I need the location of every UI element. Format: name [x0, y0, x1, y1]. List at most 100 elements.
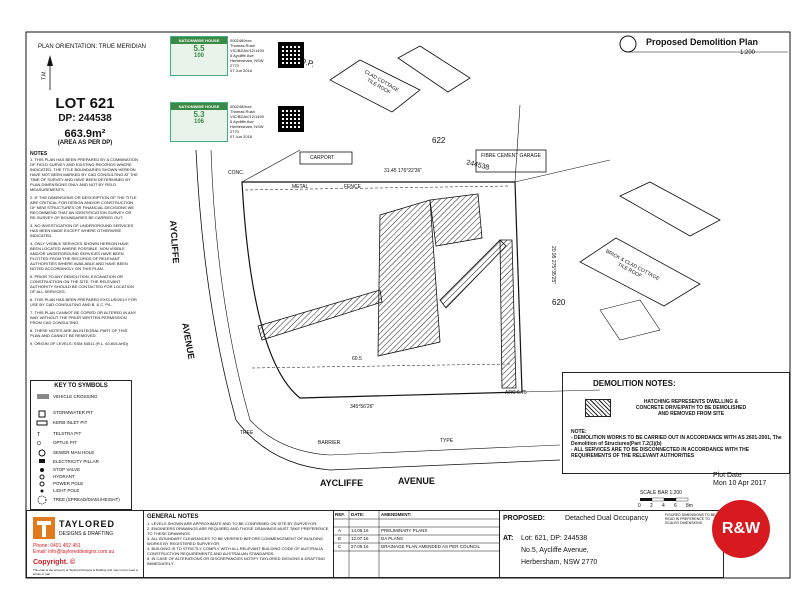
key-item: ELECTRICITY PILLAR	[53, 459, 99, 464]
nathers-certificate-1: NATIONWIDE HOUSE 5.5 100	[170, 36, 228, 76]
demolish-driveway	[257, 289, 383, 341]
lot-info: LOT 621 DP: 244538 663.9m² (AREA AS PER …	[40, 95, 130, 146]
key-item: KERB INLET PIT	[53, 420, 88, 425]
demolition-note: NOTE: - DEMOLITION WORKS TO BE CARRIED O…	[571, 429, 785, 459]
company-name: TAYLORED	[59, 519, 116, 529]
lot-621-boundary	[241, 181, 523, 399]
conc-label: CONC.	[228, 170, 245, 176]
title-circle	[619, 35, 637, 53]
general-notes-block: GENERAL NOTES 1. LEVELS SHOWN ARE APPROX…	[143, 511, 334, 577]
sewer-manhole-icon	[38, 449, 46, 457]
demolition-title: DEMOLITION NOTES:	[593, 379, 676, 388]
demolish-side-path	[499, 239, 517, 389]
plot-date: Plot Date Mon 10 Apr 2017	[713, 472, 766, 488]
address-line: Herbersham, NSW 2770	[521, 559, 598, 566]
garage-label: FIBRE CEMENT GARAGE	[481, 153, 541, 159]
kerb-line-4	[249, 419, 561, 456]
key-item: VEHICLE CROSSING	[53, 394, 98, 399]
garage	[475, 149, 547, 173]
qr-code-1	[278, 42, 304, 68]
general-note: 2. ENGINEERS DRAWINGS ARE REQUIRED AND T…	[147, 526, 329, 536]
amend-ref: A	[338, 528, 342, 533]
scale-tick: 6	[674, 503, 677, 509]
plan-scale: 1:200	[740, 50, 756, 56]
key-item: STOP VALVE	[53, 467, 81, 472]
note-item: 7. THIS PLAN CANNOT BE COPIED OR ALTERED…	[30, 310, 137, 325]
key-to-symbols: KEY TO SYMBOLS T O VEHICLE CROSSING STOR…	[30, 380, 132, 510]
title-block: TAYLORED DESIGNS & DRAFTING Phone: 0401 …	[26, 510, 724, 578]
note-item: 8. THESE NOTES ARE AN INTEGRAL PART OF T…	[30, 328, 128, 338]
electricity-pillar-icon	[39, 459, 45, 463]
plot-date-label: Plot Date	[713, 472, 742, 479]
note-title: NOTE:	[571, 429, 587, 435]
optus-pit-icon: O	[37, 441, 41, 447]
lot-area-note: (AREA AS PER DP)	[57, 140, 113, 146]
qr-code-2	[278, 106, 304, 132]
project-block: PROPOSED: Detached Dual Occupancy AT: Lo…	[499, 511, 721, 577]
amend-date: 27.09.16	[351, 544, 369, 549]
cert-rating: 100	[193, 53, 204, 59]
key-symbols-icons: T O	[36, 394, 49, 505]
general-note: 4. BUILDING IS TO STRICTLY COMPLY WITH A…	[147, 546, 323, 556]
note-item: 1. THIS PLAN HAS BEEN PREPARED BY A COMB…	[30, 157, 138, 192]
tree-icon	[37, 495, 47, 505]
lot-dp: DP: 244538	[58, 113, 112, 124]
amendments-grid	[333, 511, 499, 577]
kerb-inlet-icon	[36, 420, 48, 426]
note-line-1: - DEMOLITION WORKS TO BE CARRIED OUT IN …	[571, 435, 782, 447]
scale-tick: 8m	[686, 503, 693, 509]
key-item: SEWER MAN HOLE	[53, 450, 95, 455]
company-logo-icon	[33, 517, 55, 539]
type-label: TYPE	[440, 438, 454, 444]
stop-valve-icon	[40, 468, 44, 472]
amend-desc: DRAINAGE PLAN AMENDED AS PER COUNCIL	[381, 544, 481, 549]
key-item: LIGHT POLE	[53, 488, 80, 493]
note-item: 5. PRIOR TO ANY DEMOLITION, EXCAVATION O…	[30, 274, 134, 294]
general-notes-title: GENERAL NOTES	[147, 514, 199, 520]
copyright: Copyright. ©	[33, 559, 76, 566]
kerb-line-3	[235, 419, 561, 471]
at-label: AT:	[503, 535, 514, 542]
amend-date: 12.07.16	[351, 536, 369, 541]
lot-620-label: 620	[552, 298, 566, 307]
key-item: TELSTRA PIT	[53, 431, 82, 436]
hatch-description: HATCHING REPRESENTS DWELLING & CONCRETE …	[635, 399, 747, 417]
survey-notes: NOTES 1. THIS PLAN HAS BEEN PREPARED BY …	[30, 152, 138, 349]
plot-date-value: Mon 10 Apr 2017	[713, 480, 767, 487]
light-pole-icon	[40, 489, 44, 493]
barrier-label: BARRIER	[318, 440, 341, 446]
dim-right-label: 20.95 275°35'25"	[550, 245, 557, 285]
telstra-pit-icon: T	[37, 432, 40, 438]
company-block: TAYLORED DESIGNS & DRAFTING Phone: 0401 …	[27, 511, 144, 577]
amend-ref: C	[338, 544, 342, 549]
arc-label: ARC 6.75	[505, 390, 527, 396]
key-item: OPTUS PIT	[53, 440, 77, 445]
carport-label: CARPORT	[310, 155, 335, 161]
dim-bottom-label: 60.5	[352, 356, 362, 362]
lot-number: LOT 621	[55, 95, 115, 112]
bearing-bottom-label: 345°56'26"	[350, 404, 375, 410]
amend-header-desc: AMENDMENT:	[381, 512, 412, 517]
orientation-label: PLAN ORIENTATION: TRUE MERIDIAN	[38, 44, 147, 50]
amendments-block: REF. DATE: AMENDMENT: A 14.05.16 PRELIMI…	[333, 511, 500, 577]
scale-tick: 2	[650, 503, 653, 509]
kerb-line-2	[210, 149, 251, 421]
lot-622-label: 622	[432, 136, 446, 145]
key-title: KEY TO SYMBOLS	[54, 383, 108, 389]
clad-cottage	[329, 59, 421, 113]
demolition-notes-box: DEMOLITION NOTES: HATCHING REPRESENTS DW…	[562, 372, 790, 474]
cert-rating: 106	[193, 119, 204, 125]
lot-area: 663.9m²	[64, 128, 106, 140]
note-item: 6. THIS PLAN HAS BEEN PREPARED EXCLUSIVE…	[30, 297, 137, 307]
scale-bar-label: SCALE BAR 1:200	[640, 490, 682, 496]
general-note: 3. ALL BOUNDARY CLEARANCES TO BE VERIFIE…	[147, 536, 323, 546]
hydrant-icon	[39, 474, 45, 480]
amend-desc: DA PLANS	[381, 536, 404, 541]
key-item: TREE (SPREAD/DIAM./HEIGHT)	[53, 497, 120, 502]
scale-bar	[640, 497, 689, 502]
vehicle-crossing-icon	[37, 394, 49, 399]
nathers-certificate-2: NATIONWIDE HOUSE 5.3 106	[170, 102, 228, 142]
